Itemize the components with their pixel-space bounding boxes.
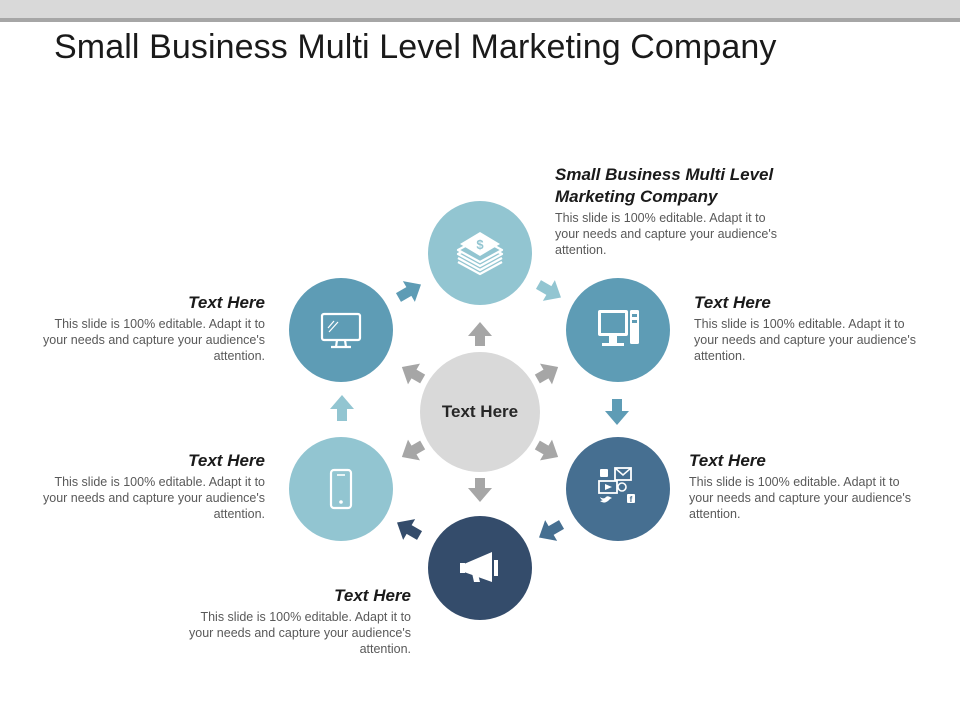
- cycle-arrow-lower-left-to-upper-left: [330, 395, 354, 421]
- node-upper-left: [289, 278, 393, 382]
- text-block-lower-right-heading: Text Here: [689, 451, 766, 470]
- text-block-upper-right-body: This slide is 100% editable. Adapt it to…: [694, 317, 916, 363]
- svg-text:$: $: [476, 237, 484, 252]
- text-block-lower-left-heading: Text Here: [188, 451, 265, 470]
- center-label: Text Here: [441, 402, 519, 421]
- text-block-upper-left-body: This slide is 100% editable. Adapt it to…: [43, 317, 265, 363]
- text-block-lower-left-body: This slide is 100% editable. Adapt it to…: [43, 475, 265, 521]
- monitor-icon: [320, 312, 362, 349]
- text-block-lower-right-body: This slide is 100% editable. Adapt it to…: [689, 475, 911, 521]
- text-block-top-body: This slide is 100% editable. Adapt it to…: [555, 211, 777, 257]
- top-bar-line: [0, 18, 960, 22]
- cycle-arrow-top-to-upper-right: [532, 274, 567, 308]
- money-icon: $: [456, 232, 504, 276]
- text-block-top: Small Business Multi Level Marketing Com…: [555, 164, 805, 258]
- svg-text:f: f: [630, 495, 633, 504]
- arrow-to-bottom: [468, 478, 492, 502]
- text-block-upper-right: Text Here This slide is 100% editable. A…: [694, 292, 919, 364]
- arrow-to-top: [468, 322, 492, 346]
- center-circle: [420, 352, 540, 472]
- text-block-bottom-body: This slide is 100% editable. Adapt it to…: [189, 610, 411, 656]
- node-lower-left: [289, 437, 393, 541]
- text-block-upper-left-heading: Text Here: [188, 293, 265, 312]
- megaphone-icon: [460, 552, 498, 582]
- smartphone-icon: [329, 468, 353, 510]
- text-block-upper-right-heading: Text Here: [694, 293, 771, 312]
- text-block-lower-right: Text Here This slide is 100% editable. A…: [689, 450, 914, 522]
- text-block-top-heading: Small Business Multi Level Marketing Com…: [555, 165, 774, 206]
- text-block-bottom: Text Here This slide is 100% editable. A…: [186, 585, 411, 657]
- cycle-arrow-upper-right-to-lower-right: [605, 399, 629, 425]
- text-block-bottom-heading: Text Here: [334, 586, 411, 605]
- slide-title: Small Business Multi Level Marketing Com…: [54, 28, 777, 66]
- top-bar: [0, 0, 960, 22]
- cycle-arrow-upper-left-to-top: [392, 274, 427, 308]
- social-media-icon: f: [598, 467, 635, 504]
- text-block-lower-left: Text Here This slide is 100% editable. A…: [40, 450, 265, 522]
- cycle-arrow-lower-right-to-bottom: [533, 514, 568, 548]
- cycle-arrow-bottom-to-lower-left: [391, 512, 426, 546]
- text-block-upper-left: Text Here This slide is 100% editable. A…: [40, 292, 265, 364]
- computer-tower-icon: [598, 310, 639, 346]
